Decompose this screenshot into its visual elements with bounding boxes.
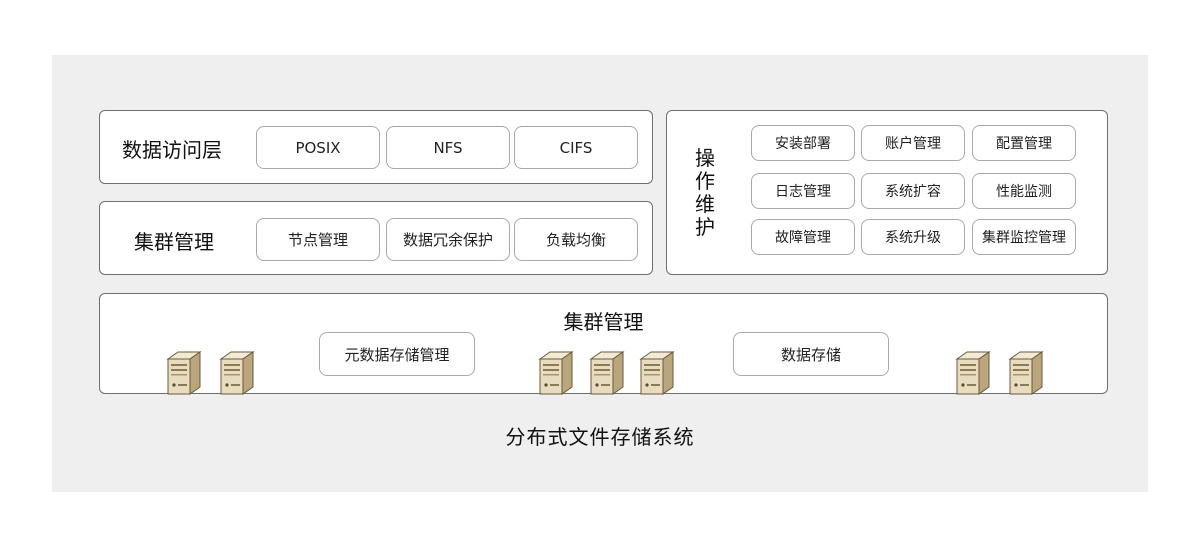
server-icon (539, 351, 573, 395)
cluster-item-load-balancing: 负载均衡 (514, 218, 638, 261)
ops-item-log-management: 日志管理 (751, 173, 855, 209)
ops-item-fault-management: 故障管理 (751, 219, 855, 255)
server-icon (1009, 351, 1043, 395)
cluster-item-redundancy-protection: 数据冗余保护 (386, 218, 510, 261)
data-access-layer-box: 数据访问层 POSIX NFS CIFS (99, 110, 653, 184)
server-icon (167, 351, 201, 395)
data-storage: 数据存储 (733, 332, 889, 376)
ops-item-performance-monitoring: 性能监测 (972, 173, 1076, 209)
storage-cluster-title: 集群管理 (563, 310, 644, 334)
data-access-layer-title: 数据访问层 (122, 138, 222, 162)
ops-item-config-management: 配置管理 (972, 125, 1076, 161)
storage-cluster-box: 集群管理 元数据存储管理 数据存储 (99, 293, 1108, 395)
metadata-storage-management: 元数据存储管理 (319, 332, 475, 376)
footer-title: 分布式文件存储系统 (505, 425, 695, 449)
protocol-nfs: NFS (386, 126, 510, 169)
server-icon (220, 351, 254, 395)
server-icon (590, 351, 624, 395)
ops-item-account-management: 账户管理 (861, 125, 965, 161)
cluster-management-title: 集群管理 (134, 230, 214, 254)
ops-item-system-expansion: 系统扩容 (861, 173, 965, 209)
ops-item-system-upgrade: 系统升级 (861, 219, 965, 255)
server-icon (640, 351, 674, 395)
cluster-item-node-management: 节点管理 (256, 218, 380, 261)
ops-item-cluster-monitoring: 集群监控管理 (972, 219, 1076, 255)
server-icon (956, 351, 990, 395)
ops-item-install-deploy: 安装部署 (751, 125, 855, 161)
operations-title: 操作维护 (695, 146, 715, 239)
operations-box: 操作维护 安装部署 账户管理 配置管理 日志管理 系统扩容 性能监测 故障管理 … (666, 110, 1108, 275)
protocol-posix: POSIX (256, 126, 380, 169)
cluster-management-box: 集群管理 节点管理 数据冗余保护 负载均衡 (99, 201, 653, 275)
protocol-cifs: CIFS (514, 126, 638, 169)
